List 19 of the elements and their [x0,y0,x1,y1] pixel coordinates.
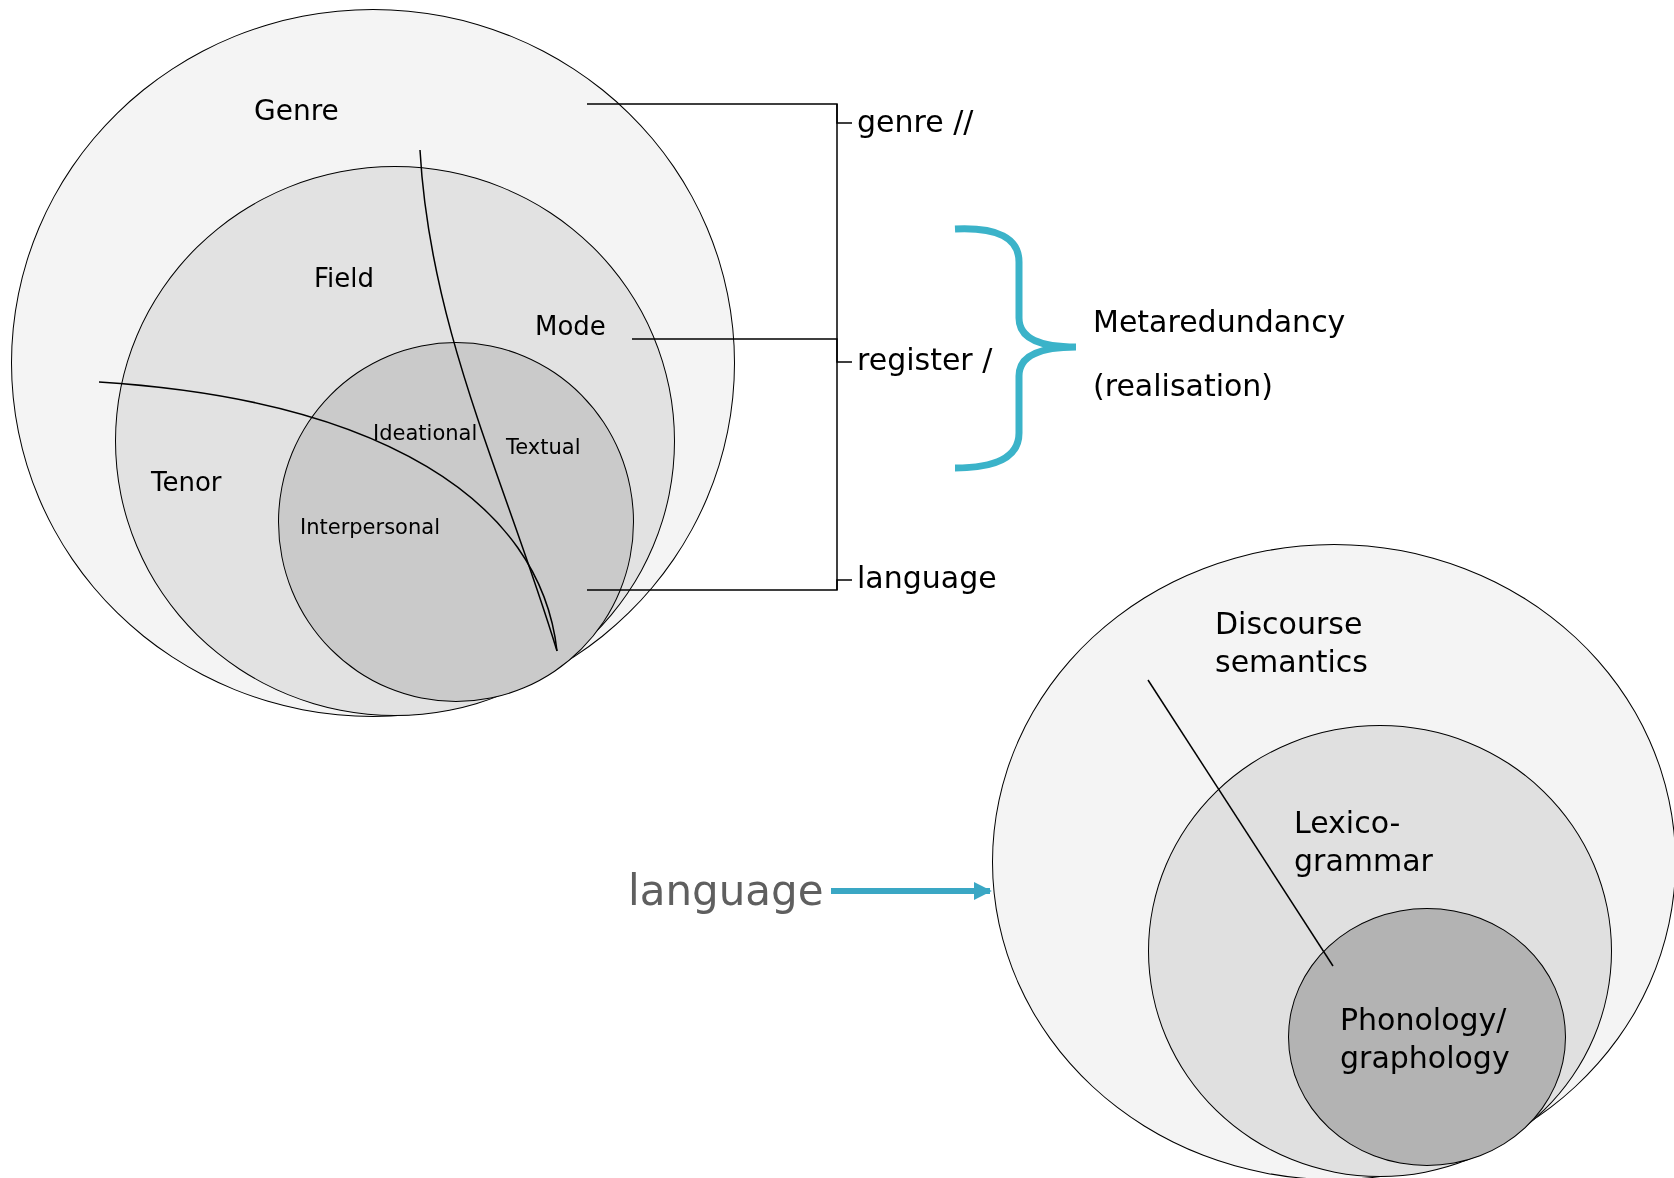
arrow [831,882,992,900]
level-label: language [857,560,997,595]
region-label: Genre [254,93,339,128]
region-label: Tenor [151,466,222,499]
region-label: Mode [535,310,606,343]
leader-line [631,338,853,363]
leader-line [586,103,853,124]
region-label: Field [314,262,374,295]
level-label: genre // [857,104,974,139]
leader-line [586,579,853,591]
region-label: Interpersonal [300,514,440,541]
region-label: Phonology/ graphology [1340,1001,1511,1076]
region-label: Textual [506,434,581,461]
region-label: Lexico-grammar [1294,804,1434,879]
annotation-text: Metaredundancy (realisation) [1093,290,1363,418]
region-label: Ideational [373,420,478,447]
region-label: Discourse semantics [1215,605,1369,680]
language-label: language [628,866,824,915]
level-label: register / [857,342,993,377]
